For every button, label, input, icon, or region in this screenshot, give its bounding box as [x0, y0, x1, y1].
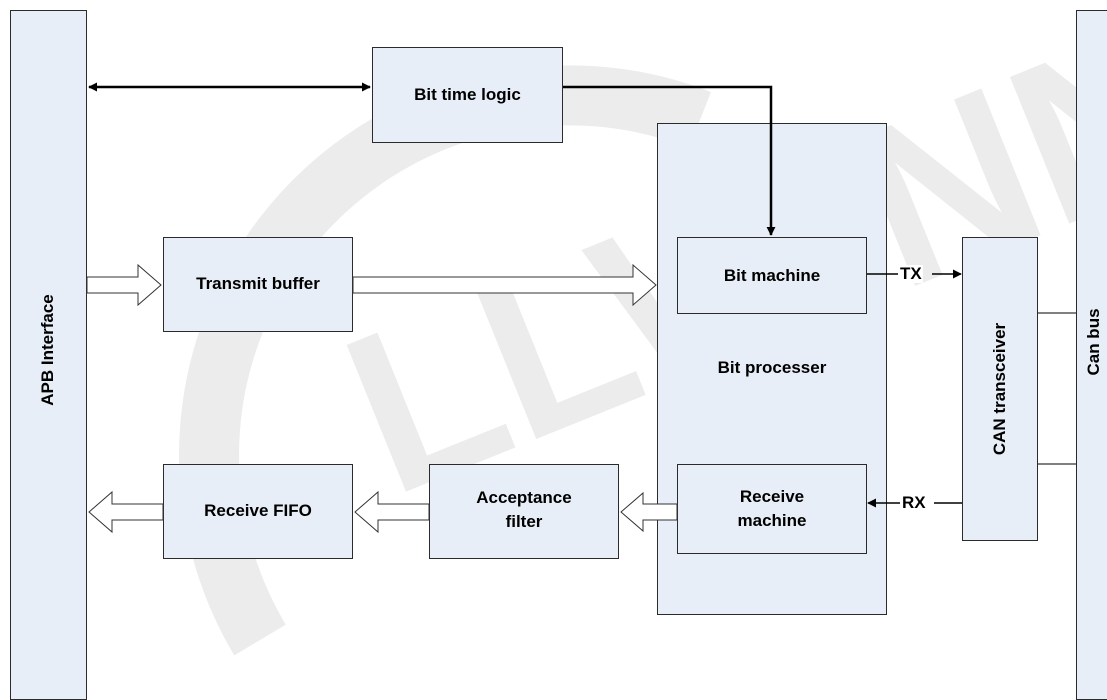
receive-machine-label-line1: Receive: [739, 487, 805, 506]
acceptance-filter-label-line2: filter: [505, 512, 543, 531]
receive-machine-to-acceptance-filter-arrow: [620, 491, 678, 533]
acceptance-filter-label-line1: Acceptance: [476, 488, 572, 507]
receive-machine-label-line2: machine: [737, 511, 807, 530]
receive-machine-block: [677, 464, 867, 554]
bit-time-logic-label: Bit time logic: [414, 85, 521, 104]
transmit-buffer-block: [163, 237, 353, 332]
rx-signal-label: RX: [901, 493, 927, 512]
receive-fifo-label: Receive FIFO: [204, 501, 312, 520]
transmit-buffer-to-bit-processer-arrow: [352, 263, 657, 307]
can-bus-block: [1076, 10, 1107, 700]
apb-to-transmit-buffer-arrow: [86, 263, 162, 307]
acceptance-filter-to-receive-fifo-arrow: [354, 490, 430, 534]
apb-interface-block: [10, 10, 87, 700]
tx-signal-label: TX: [899, 264, 923, 283]
acceptance-filter-block: [429, 464, 619, 559]
transmit-buffer-label: Transmit buffer: [196, 274, 320, 293]
bit-processer-label: Bit processer: [717, 358, 827, 377]
bit-machine-label: Bit machine: [723, 266, 821, 285]
can-transceiver-block: [962, 237, 1038, 541]
bit-time-logic-block: [372, 47, 563, 143]
bit-machine-block: [677, 237, 867, 314]
receive-fifo-to-apb-arrow: [88, 490, 164, 534]
receive-fifo-block: [163, 464, 353, 559]
bit-time-to-bit-machine-arrow: [563, 85, 776, 236]
